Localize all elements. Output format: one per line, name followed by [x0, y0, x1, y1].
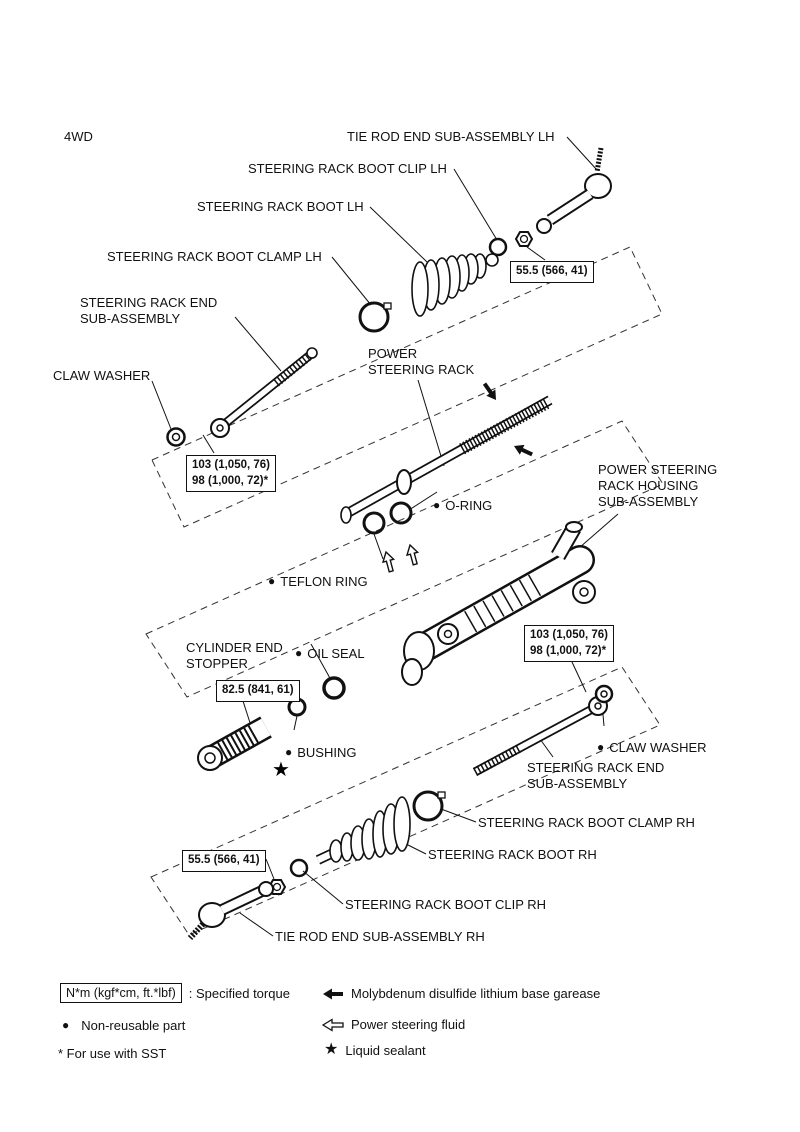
part-tie-rod-end-rh [187, 881, 274, 941]
label-boot-clip-rh: STEERING RACK BOOT CLIP RH [345, 897, 547, 912]
legend-sst-text: * For use with SST [58, 1046, 167, 1061]
legend-specified-torque: N*m (kgf*cm, ft.*lbf) : Specified torque [60, 983, 290, 1003]
label-o-ring-text: O-RING [445, 497, 493, 513]
sealant-star-icon: ★ [272, 759, 290, 781]
part-power-steering-rack [340, 395, 553, 524]
label-oil-seal: ● OIL SEAL [295, 630, 365, 662]
part-tie-rod-end-lh [536, 147, 612, 234]
label-rack-end-lh: STEERING RACK END SUB-ASSEMBLY [80, 295, 218, 326]
legend-grease-text: Molybdenum disulfide lithium base gareas… [351, 986, 601, 1001]
legend-grease: Molybdenum disulfide lithium base gareas… [322, 986, 600, 1001]
label-bushing-text: BUSHING [297, 744, 357, 760]
torque-spec-cylinder-end-stopper: 82.5 (841, 61) [216, 680, 300, 702]
label-teflon-ring-text: TEFLON RING [280, 573, 368, 589]
sealant-star-icon: ★ [324, 1041, 339, 1058]
grease-arrow-icon [323, 988, 343, 999]
label-oil-seal-text: OIL SEAL [307, 645, 365, 661]
assembly-plane-lines [145, 246, 664, 936]
label-boot-lh: STEERING RACK BOOT LH [197, 199, 364, 214]
variant-label: 4WD [64, 129, 93, 144]
legend-fluid-text: Power steering fluid [351, 1017, 466, 1032]
label-cylinder-end-stopper: CYLINDER END STOPPER [186, 640, 283, 671]
torque-spec-rack-end-rh: 103 (1,050, 76) 98 (1,000, 72)* [524, 625, 615, 663]
label-tie-rod-end-lh: TIE ROD END SUB-ASSEMBLY LH [347, 129, 555, 144]
torque-spec-tie-rod-rh: 55.5 (566, 41) [182, 850, 266, 872]
label-o-ring: ● O-RING [433, 482, 492, 514]
non-reusable-icon: ● [268, 573, 276, 588]
part-teflon-ring-and-o-ring [362, 501, 413, 535]
part-boot-clip-lh [488, 237, 508, 257]
legend-sealant-text: Liquid sealant [345, 1042, 426, 1058]
label-boot-clamp-lh: STEERING RACK BOOT CLAMP LH [107, 249, 322, 264]
non-reusable-icon: ● [62, 1017, 70, 1032]
part-claw-washer-lh [166, 427, 186, 447]
label-rack-end-rh: STEERING RACK END SUB-ASSEMBLY [527, 760, 665, 791]
label-power-steering-rack: POWER STEERING RACK [368, 346, 475, 377]
legend-fluid: Power steering fluid [322, 1017, 465, 1032]
part-steering-rack-boot-rh [315, 796, 411, 865]
label-claw-washer-rh: ● CLAW WASHER [597, 724, 707, 756]
part-cylinder-end-stopper: ★ [197, 716, 290, 781]
legend-sealant: ★ Liquid sealant [324, 1042, 426, 1058]
part-oil-seal [322, 676, 346, 700]
label-bushing: ● BUSHING [285, 729, 356, 761]
part-steering-rack-end-rh [472, 696, 608, 776]
legend-sst-note: * For use with SST [58, 1046, 166, 1061]
fluid-arrow-icon [381, 543, 420, 573]
torque-spec-rack-end-lh: 103 (1,050, 76) 98 (1,000, 72)* [186, 455, 277, 493]
leader-lines [151, 136, 619, 937]
torque-spec-tie-rod-lh: 55.5 (566, 41) [510, 261, 594, 283]
legend-non-reusable-text: Non-reusable part [81, 1018, 186, 1033]
fluid-arrow-icon [322, 1017, 344, 1032]
torque-symbol-box: N*m (kgf*cm, ft.*lbf) [60, 983, 182, 1003]
part-rack-housing [401, 521, 596, 686]
label-boot-clamp-rh: STEERING RACK BOOT CLAMP RH [478, 815, 695, 830]
label-rack-housing: POWER STEERING RACK HOUSING SUB-ASSEMBLY [598, 462, 718, 509]
part-lock-nut-lh [514, 231, 534, 247]
label-boot-rh: STEERING RACK BOOT RH [428, 847, 597, 862]
grease-arrow-icon [482, 382, 533, 457]
legend-non-reusable: ● Non-reusable part [62, 1017, 186, 1034]
part-boot-clip-rh [289, 858, 309, 878]
non-reusable-icon: ● [295, 645, 303, 660]
label-boot-clip-lh: STEERING RACK BOOT CLIP LH [248, 161, 447, 176]
label-claw-washer-lh: CLAW WASHER [53, 368, 151, 383]
part-steering-rack-boot-lh [411, 253, 499, 317]
legend-torque-desc: : Specified torque [188, 985, 290, 1001]
non-reusable-icon: ● [433, 497, 441, 512]
label-claw-washer-rh-text: CLAW WASHER [609, 739, 707, 755]
non-reusable-icon: ● [597, 739, 605, 754]
part-boot-clamp-lh [358, 301, 392, 333]
non-reusable-icon: ● [285, 744, 293, 759]
part-steering-rack-end-lh [210, 347, 318, 438]
label-teflon-ring: ● TEFLON RING [268, 558, 368, 590]
part-boot-clamp-rh [412, 790, 446, 822]
part-claw-washer-rh [594, 684, 614, 704]
label-tie-rod-end-rh: TIE ROD END SUB-ASSEMBLY RH [275, 929, 485, 944]
